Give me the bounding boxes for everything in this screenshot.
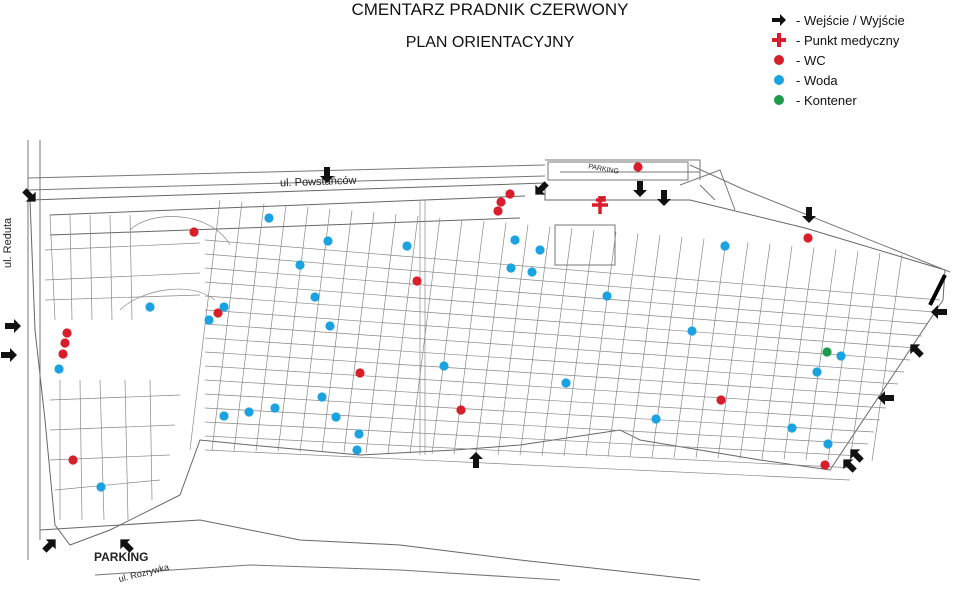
wc-point	[633, 162, 643, 172]
water-point	[219, 302, 229, 312]
wc-point	[493, 206, 503, 216]
wc-point	[58, 349, 68, 359]
facility-points	[54, 162, 846, 492]
water-point	[506, 263, 516, 273]
entrance-arrow-icon	[5, 319, 21, 333]
water-dot-icon	[770, 71, 788, 89]
legend-item-medical: - Punkt medyczny	[770, 30, 955, 50]
legend: - Wejście / Wyjście - Punkt medyczny - W…	[770, 10, 955, 110]
parking-top-structure	[547, 161, 736, 266]
water-point	[96, 482, 106, 492]
water-point	[439, 361, 449, 371]
entrance-arrows	[1, 167, 947, 553]
legend-item-entrance: - Wejście / Wyjście	[770, 10, 955, 30]
water-point	[651, 414, 661, 424]
arrow-icon	[770, 11, 788, 29]
wc-point	[716, 395, 726, 405]
water-point	[244, 407, 254, 417]
container-point	[822, 347, 832, 357]
water-point	[310, 292, 320, 302]
entrance-arrow-icon	[42, 539, 56, 553]
water-point	[352, 445, 362, 455]
water-point	[317, 392, 327, 402]
entrance-arrow-icon	[910, 344, 924, 358]
entrance-arrow-icon	[802, 207, 816, 223]
wc-point	[820, 460, 830, 470]
water-point	[510, 235, 520, 245]
map-subtitle: PLAN ORIENTACYJNY	[405, 34, 575, 51]
entrance-arrow-icon	[931, 305, 947, 319]
plot-grid	[189, 199, 941, 481]
medical-point	[592, 196, 608, 214]
entrance-arrow-icon	[535, 181, 549, 195]
water-point	[527, 267, 537, 277]
water-point	[812, 367, 822, 377]
water-point	[331, 412, 341, 422]
water-point	[54, 364, 64, 374]
wc-point	[803, 233, 813, 243]
wc-point	[62, 328, 72, 338]
wc-dot-icon	[770, 51, 788, 69]
legend-label-wc: - WC	[796, 52, 826, 68]
wc-point	[355, 368, 365, 378]
water-point	[687, 326, 697, 336]
water-point	[219, 411, 229, 421]
water-point	[145, 302, 155, 312]
water-point	[535, 245, 545, 255]
legend-label-water: - Woda	[796, 72, 838, 88]
wc-point	[505, 189, 515, 199]
water-point	[264, 213, 274, 223]
entrance-arrow-icon	[22, 188, 36, 202]
water-point	[204, 315, 214, 325]
medical-cross-icon	[592, 196, 608, 214]
east-gate-bar	[928, 274, 947, 306]
water-point	[720, 241, 730, 251]
water-point	[561, 378, 571, 388]
legend-item-wc: - WC	[770, 50, 955, 70]
entrance-arrow-icon	[469, 452, 483, 468]
legend-item-water: - Woda	[770, 70, 955, 90]
container-dot-icon	[770, 91, 788, 109]
entrance-arrow-icon	[120, 539, 134, 553]
wc-point	[189, 227, 199, 237]
entrance-arrow-icon	[1, 348, 17, 362]
water-point	[402, 241, 412, 251]
legend-label-medical: - Punkt medyczny	[796, 32, 900, 48]
water-point	[602, 291, 612, 301]
water-point	[787, 423, 797, 433]
entrance-arrow-icon	[633, 181, 647, 197]
wc-point	[412, 276, 422, 286]
water-point	[323, 236, 333, 246]
entrance-arrow-icon	[657, 190, 671, 206]
entrance-arrow-icon	[850, 449, 864, 463]
wc-point	[213, 308, 223, 318]
legend-item-container: - Kontener	[770, 90, 955, 110]
street-lines	[27, 140, 951, 581]
water-point	[836, 351, 846, 361]
map-title: CMENTARZ PRADNIK CZERWONY	[351, 0, 629, 19]
wc-point	[456, 405, 466, 415]
wc-point	[68, 455, 78, 465]
water-point	[295, 260, 305, 270]
water-point	[823, 439, 833, 449]
parking-label-bottom: PARKING	[94, 550, 149, 564]
street-label-redutta: ul. Reduta	[2, 217, 14, 268]
left-blocks	[44, 214, 231, 521]
legend-label-entrance: - Wejście / Wyjście	[796, 12, 905, 28]
cemetery-outline	[29, 182, 946, 581]
medical-cross-icon	[770, 31, 788, 49]
entrance-arrow-icon	[320, 167, 334, 183]
water-point	[325, 321, 335, 331]
entrance-arrow-icon	[843, 459, 857, 473]
water-point	[354, 429, 364, 439]
wc-point	[496, 197, 506, 207]
wc-point	[60, 338, 70, 348]
legend-label-container: - Kontener	[796, 92, 857, 108]
entrance-arrow-icon	[878, 391, 894, 405]
water-point	[270, 403, 280, 413]
